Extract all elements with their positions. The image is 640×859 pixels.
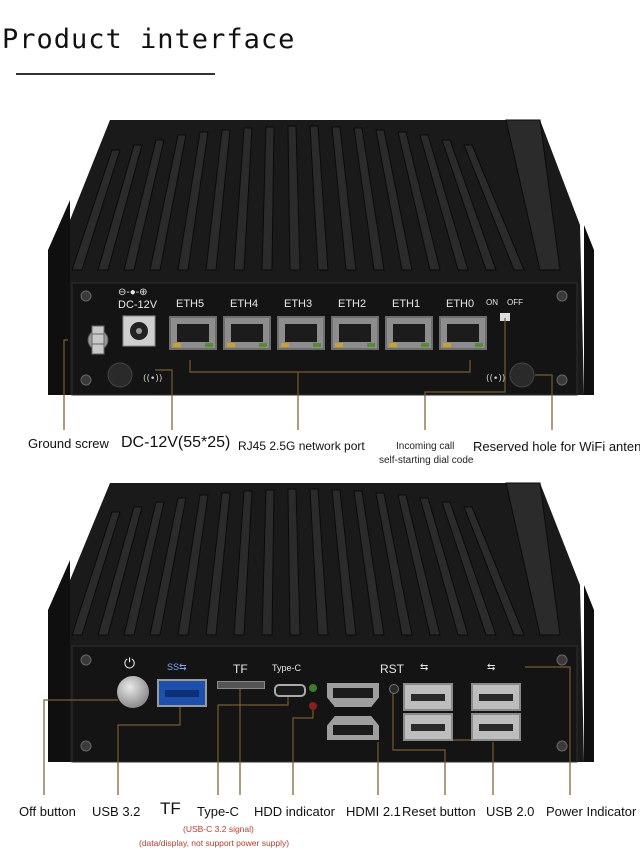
dc-jack-graphic <box>122 315 156 347</box>
eth0-label: ETH0 <box>446 298 475 310</box>
eth1-port[interactable] <box>385 316 433 350</box>
ground-screw-graphic <box>87 325 109 355</box>
dial-code-label: self-starting dial code <box>379 455 474 466</box>
eth1-label: ETH1 <box>392 298 421 310</box>
bottom-callout-lines <box>43 666 571 795</box>
usb20-port-2[interactable] <box>403 713 453 741</box>
dc-panel-label: DC-12V <box>118 299 158 311</box>
bottom-heatsink-fins <box>71 482 561 636</box>
usb20-port-3[interactable] <box>471 683 521 711</box>
power-indicator-label: Power Indicator <box>546 804 637 819</box>
ground-screw-label: Ground screw <box>28 436 109 451</box>
off-button[interactable] <box>117 676 149 708</box>
eth5-label: ETH5 <box>176 298 205 310</box>
switch-on-label: ON <box>486 298 498 307</box>
eth3-port[interactable] <box>277 316 325 350</box>
eth0-port[interactable] <box>439 316 487 350</box>
tf-slot[interactable] <box>217 681 265 689</box>
eth2-port[interactable] <box>331 316 379 350</box>
power-icon: ⏻ <box>124 655 136 671</box>
top-callout-lines <box>63 318 553 430</box>
typec-note-power: (data/display, not support power supply) <box>139 838 290 848</box>
typec-panel-label: Type-C <box>272 663 302 673</box>
dc-callout-label: DC-12V(55*25) <box>121 434 231 451</box>
reset-button-label: Reset button <box>402 804 476 819</box>
hdmi-label: HDMI 2.1 <box>346 804 401 819</box>
eth5-port[interactable] <box>169 316 217 350</box>
hdd-indicator-label: HDD indicator <box>254 804 335 819</box>
svg-text:((•)): ((•)) <box>143 374 162 384</box>
usb3-symbol-icon: SS⇆ <box>167 662 187 672</box>
eth3-label: ETH3 <box>284 298 313 310</box>
rj45-callout-label: RJ45 2.5G network port <box>238 439 365 453</box>
rst-panel-label: RST <box>380 662 404 676</box>
page-title: Product interface <box>2 24 296 55</box>
tf-label: TF <box>160 799 181 818</box>
hdd-indicator-led-2 <box>309 702 317 710</box>
hdmi-port-bottom[interactable] <box>327 716 379 740</box>
usb20-port-1[interactable] <box>403 683 453 711</box>
top-heatsink-fins <box>71 119 561 271</box>
eth2-label: ETH2 <box>338 298 367 310</box>
usb20-label: USB 2.0 <box>486 804 535 819</box>
reset-button[interactable] <box>389 684 399 694</box>
eth4-label: ETH4 <box>230 298 259 310</box>
wifi-hole-label: Reserved hole for WiFi antenna <box>473 439 640 454</box>
eth4-port[interactable] <box>223 316 271 350</box>
usb32-port[interactable] <box>157 679 207 707</box>
usb32-label: USB 3.2 <box>92 804 141 819</box>
tf-panel-label: TF <box>233 662 248 676</box>
usb2-symbol-icon-1: ⇆ <box>420 662 429 673</box>
typec-port[interactable] <box>274 684 306 697</box>
incoming-call-label: Incoming call <box>396 441 455 452</box>
hdd-indicator-led <box>309 684 317 692</box>
hdmi-port-top[interactable] <box>327 683 379 707</box>
switch-off-label: OFF <box>507 298 523 307</box>
typec-note-signal: (USB-C 3.2 signal) <box>183 824 254 834</box>
title-underline <box>16 73 215 75</box>
dc-polarity-symbol: ⊖-●-⊕ <box>118 287 148 298</box>
usb2-symbol-icon-2: ⇆ <box>487 662 496 673</box>
off-button-label: Off button <box>19 804 76 819</box>
svg-text:((•)): ((•)) <box>486 374 505 384</box>
typec-label: Type-C <box>197 804 239 819</box>
usb20-port-4[interactable] <box>471 713 521 741</box>
